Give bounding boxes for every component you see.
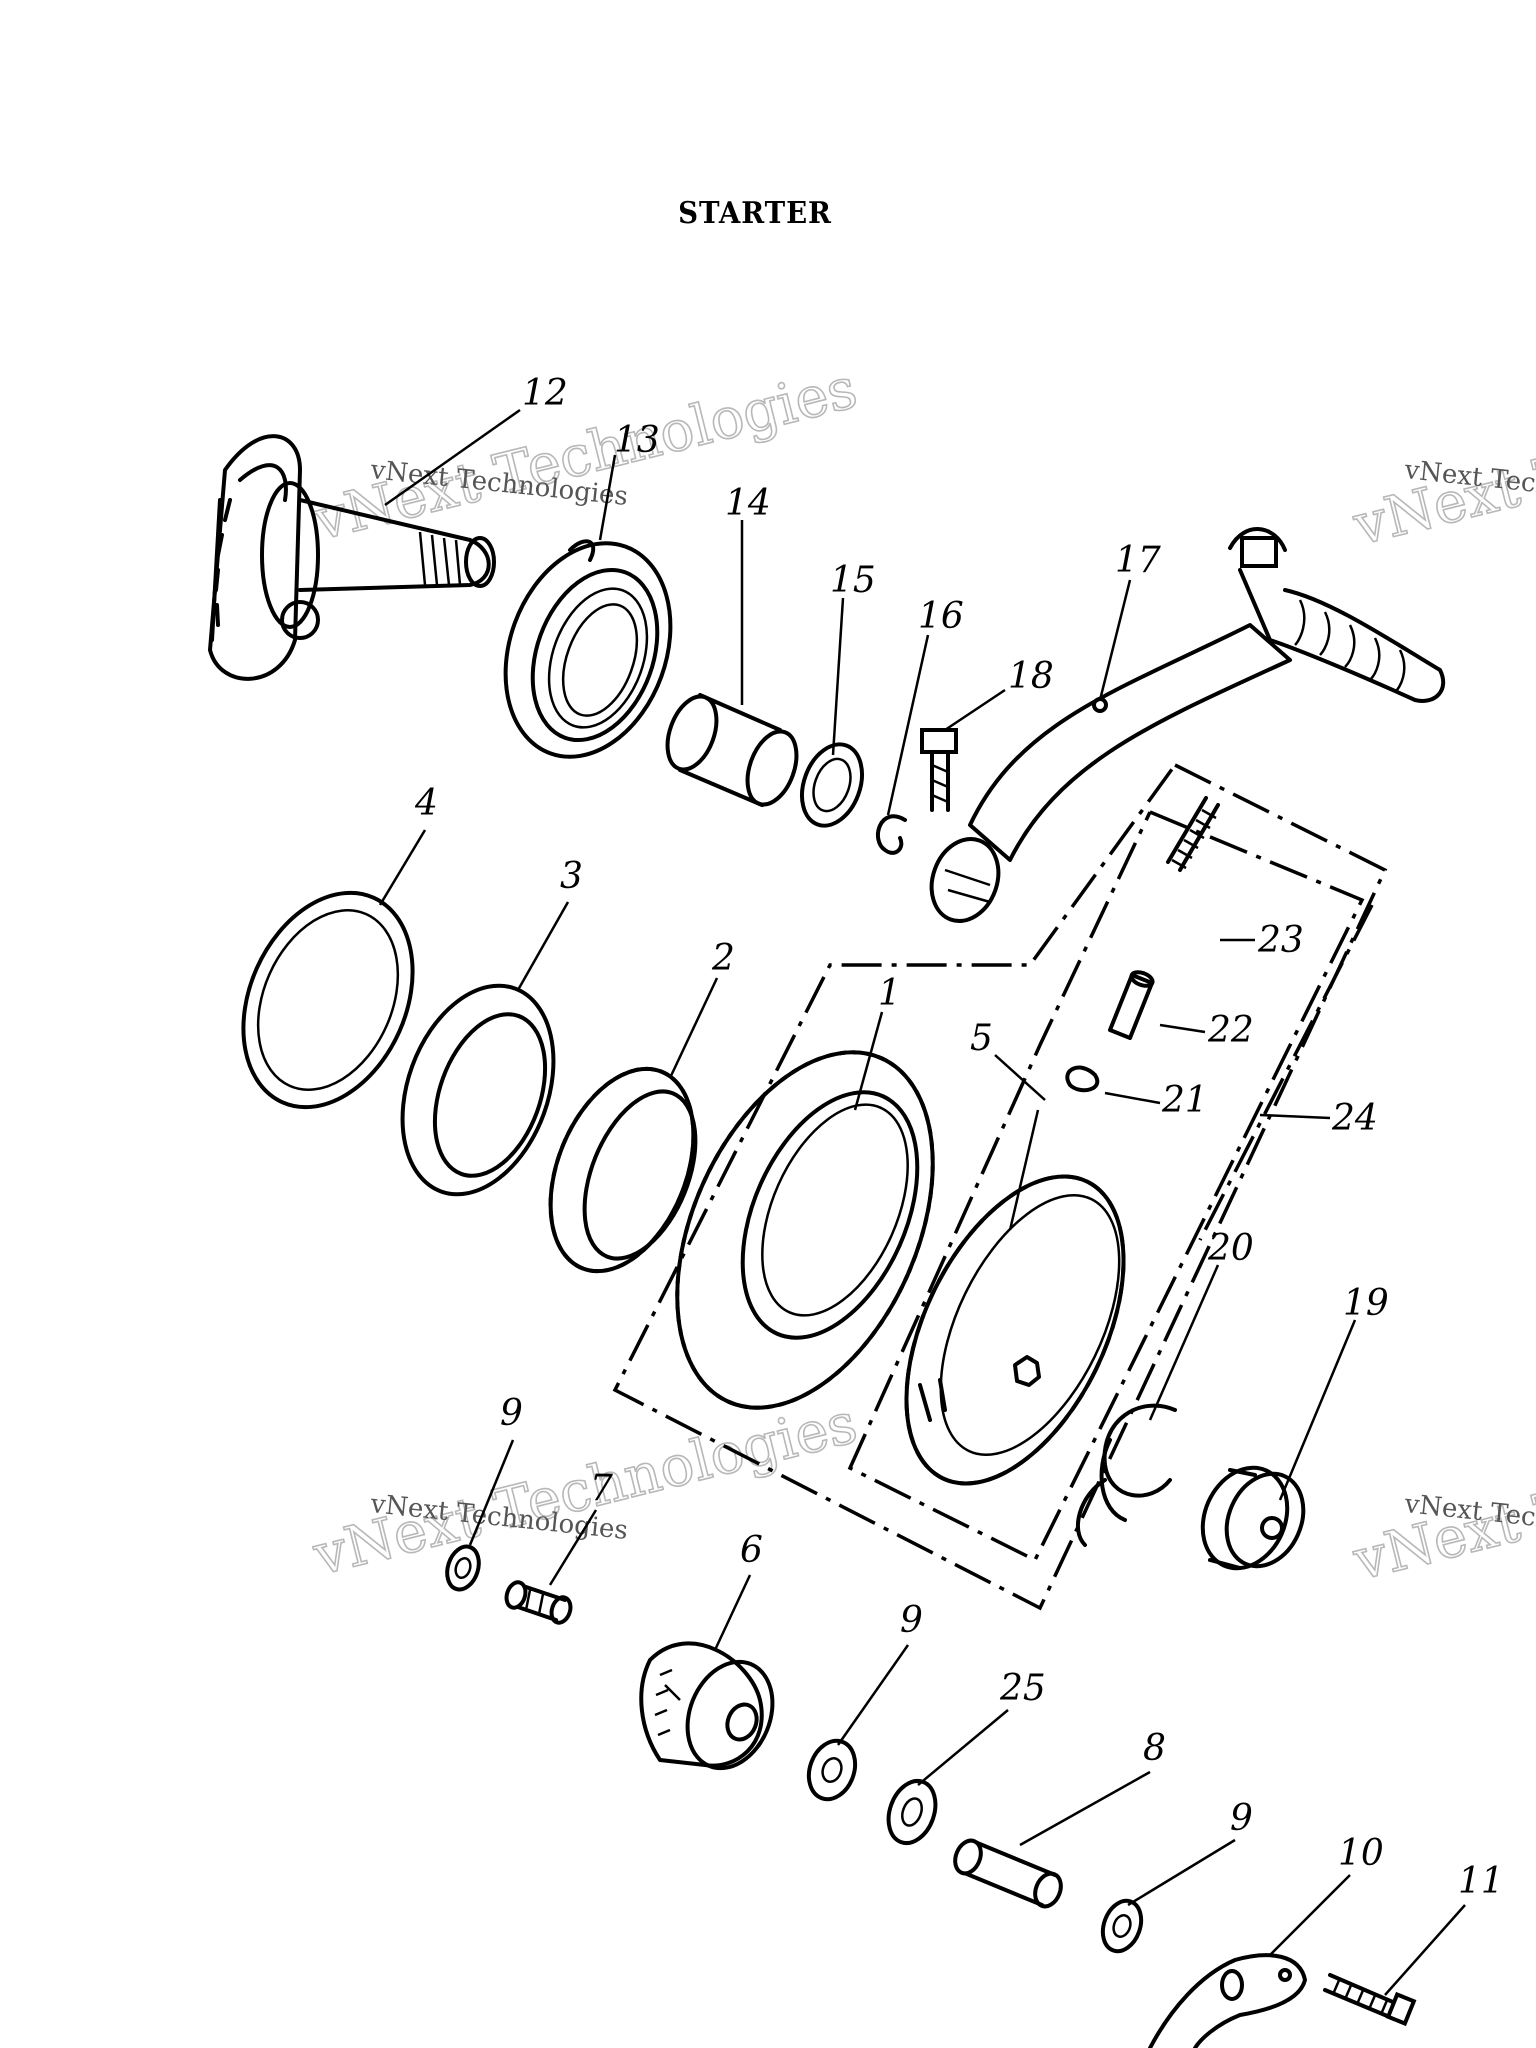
callout-4: 4 <box>414 783 438 824</box>
callout-22: 22 <box>1207 1010 1254 1051</box>
part-9-washer-left <box>445 1544 481 1592</box>
assembly-outline <box>612 763 1388 1611</box>
callout-11: 11 <box>1458 1861 1504 1902</box>
callout-17: 17 <box>1115 540 1161 581</box>
part-22-pin <box>1108 970 1155 1040</box>
part-5-ratchet-plate <box>904 1174 1126 1486</box>
part-6-idler-gear <box>639 1641 775 1771</box>
callout-20: 20 <box>1207 1228 1254 1269</box>
part-14-sleeve <box>665 693 799 807</box>
part-4-ring <box>241 890 415 1110</box>
part-16-circlip <box>875 814 907 855</box>
part-7-roller <box>504 1580 573 1625</box>
callout-14: 14 <box>725 483 771 524</box>
part-18-bolt <box>920 728 958 812</box>
part-9-washer-right <box>1100 1898 1144 1954</box>
part-8-shaft <box>953 1838 1063 1909</box>
part-1-gear <box>675 1050 935 1410</box>
callout-16: 16 <box>918 596 964 637</box>
callout-2: 2 <box>711 938 735 979</box>
diagram-title: STARTER <box>678 196 832 231</box>
callout-18: 18 <box>1008 656 1054 697</box>
part-3-ring <box>400 983 556 1197</box>
callout-8: 8 <box>1143 1728 1166 1769</box>
watermark-top-left: vNext Technologies vNext Technologies <box>306 355 864 554</box>
part-20-clip <box>1075 1403 1177 1547</box>
part-10-bracket <box>1148 1953 1307 2048</box>
svg-text:vNext Technologies: vNext Technologies <box>307 1391 863 1589</box>
callout-21: 21 <box>1161 1080 1208 1121</box>
callout-25: 25 <box>999 1668 1046 1709</box>
callout-6: 6 <box>740 1530 763 1571</box>
callout-9-right: 9 <box>1230 1798 1253 1839</box>
callout-9-left: 9 <box>500 1393 523 1434</box>
callout-9-middle: 9 <box>900 1600 923 1641</box>
part-19-collar <box>1200 1465 1306 1571</box>
watermark-bottom-right: vNext Technologies vNext Technologies <box>1346 1395 1536 1594</box>
part-23-spring <box>1166 796 1220 872</box>
part-21-pawl <box>1065 1065 1100 1093</box>
watermark-bottom-left: vNext Technologies vNext Technologies <box>306 1390 864 1589</box>
part-17-kick-lever <box>929 527 1446 923</box>
callout-1: 1 <box>878 973 901 1014</box>
watermark-top-right: vNext Technologies vNext Technologies <box>1346 360 1536 559</box>
part-11-screw <box>1323 1973 1417 2027</box>
callout-5: 5 <box>970 1018 993 1059</box>
part-15-washer <box>800 742 864 828</box>
callout-7: 7 <box>590 1468 613 1509</box>
callout-19: 19 <box>1343 1283 1389 1324</box>
callout-12: 12 <box>522 373 568 414</box>
part-13-spring <box>503 539 673 759</box>
part-2-needle-bearing <box>548 1066 698 1274</box>
callout-15: 15 <box>830 560 876 601</box>
callout-labels: 12 13 14 15 16 17 18 4 3 2 1 5 23 22 21 … <box>414 373 1504 1902</box>
part-25-washer <box>886 1779 938 1845</box>
svg-text:vNext Technologies: vNext Technologies <box>307 356 863 554</box>
leader-lines <box>378 408 1466 1996</box>
part-12-kick-shaft <box>208 434 496 681</box>
callout-3: 3 <box>560 856 583 897</box>
callout-23: 23 <box>1257 920 1304 961</box>
callout-10: 10 <box>1338 1833 1384 1874</box>
part-9-washer-middle <box>806 1738 858 1802</box>
callout-24: 24 <box>1331 1098 1378 1139</box>
callout-13: 13 <box>614 420 660 461</box>
